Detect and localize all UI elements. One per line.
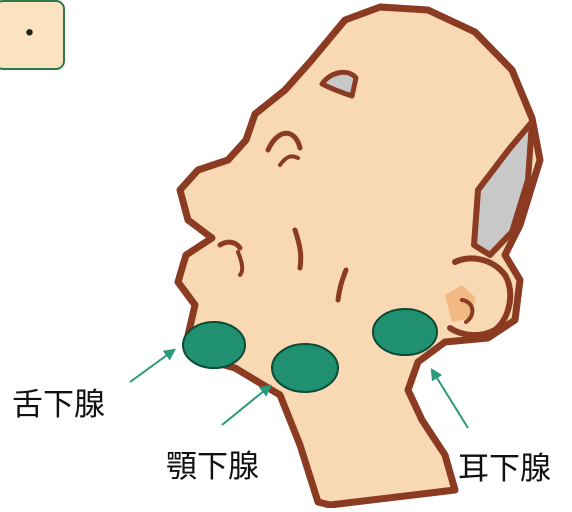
submandibular-gland-label: 顎下腺	[166, 452, 259, 483]
bullet-badge: ・	[0, 0, 65, 70]
arrow-sublingual	[130, 350, 174, 382]
parotid-gland	[373, 309, 437, 355]
submandibular-gland	[272, 344, 338, 392]
arrow-submandibular	[222, 386, 270, 425]
parotid-gland-label: 耳下腺	[458, 454, 551, 485]
sublingual-gland	[183, 322, 245, 368]
sublingual-gland-label: 舌下腺	[12, 390, 105, 421]
head-silhouette	[178, 7, 540, 505]
arrow-parotid	[432, 370, 468, 428]
